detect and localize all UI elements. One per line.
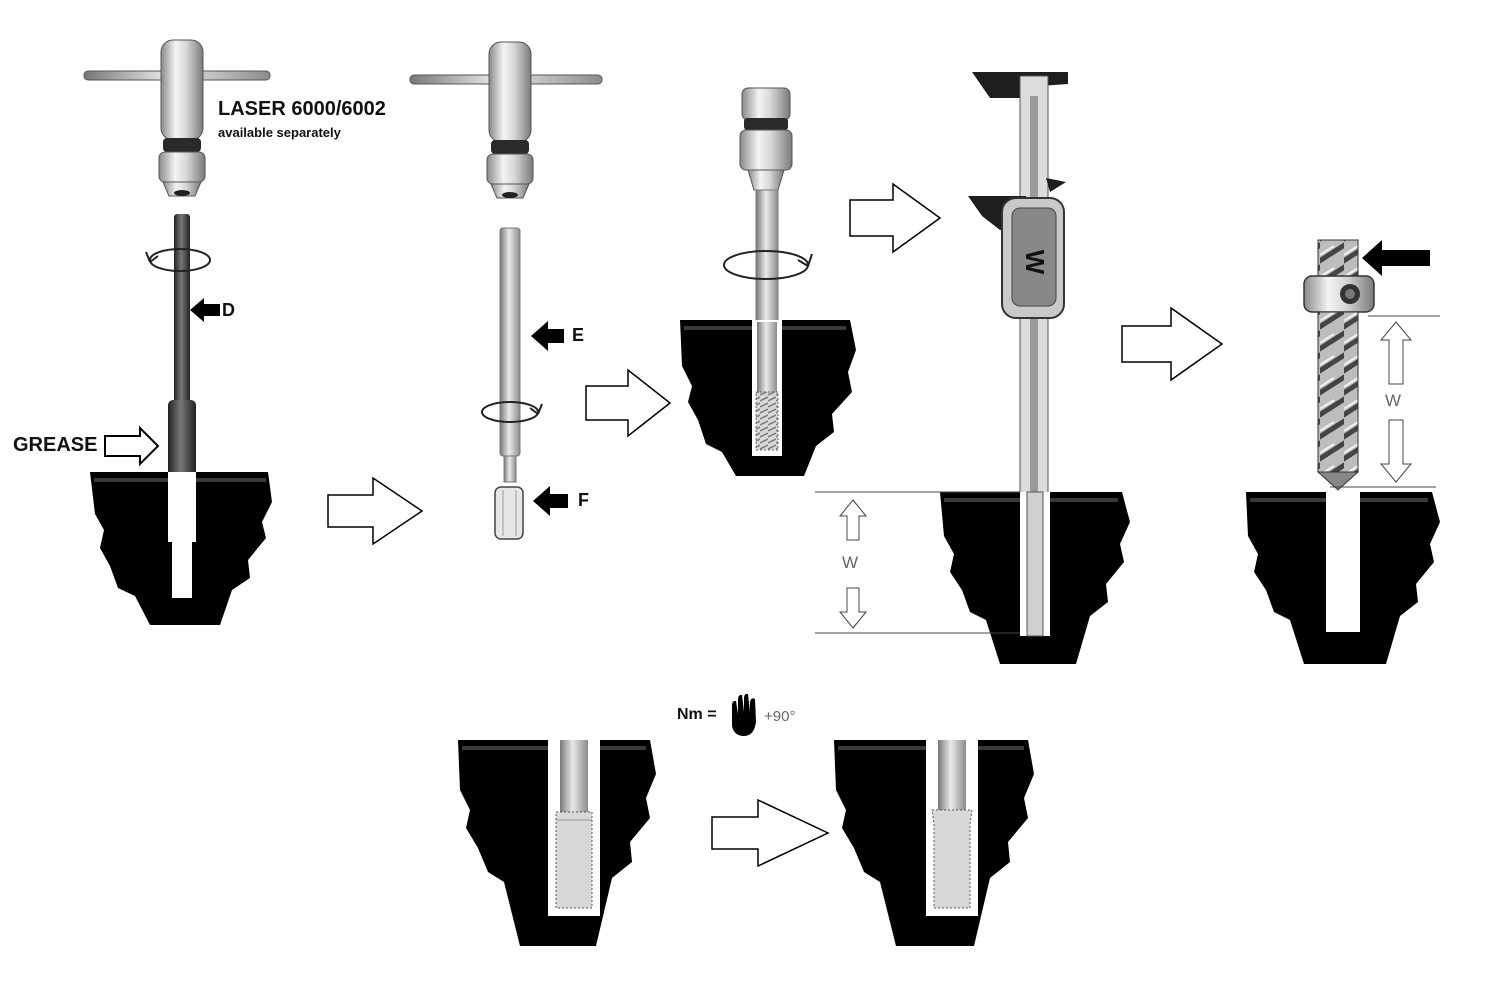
bottom-block-before <box>458 740 656 946</box>
angle-label: +90° <box>764 708 796 725</box>
step-arrow-2-icon <box>585 368 672 438</box>
step-1-block <box>90 472 272 625</box>
tool-name: LASER 6000/6002 <box>218 98 386 120</box>
hand-icon <box>732 693 756 736</box>
step-2-tap-wrench <box>409 41 603 199</box>
grease-arrow-icon <box>104 425 160 467</box>
step-arrow-4-icon <box>1121 306 1224 382</box>
label-w-collar: W <box>1385 391 1402 410</box>
depth-measure-w <box>815 491 1020 634</box>
d-pointer-arrow-icon <box>190 298 220 322</box>
f-pointer-arrow-icon <box>533 486 568 516</box>
caliper-label-w: W <box>1020 250 1050 275</box>
label-w-depth: W <box>842 553 859 572</box>
bottom-block-after <box>834 740 1034 946</box>
step-5-block <box>1246 492 1440 664</box>
rotation-arrow-icon <box>723 250 813 280</box>
label-f: F <box>578 490 589 510</box>
rotation-arrow-icon <box>481 401 543 423</box>
step-arrow-5-icon <box>711 798 830 868</box>
step-2-mandrel <box>481 227 543 483</box>
step-arrow-3-icon <box>849 182 942 254</box>
label-d: D <box>222 300 235 320</box>
grease-label: GREASE <box>13 434 98 456</box>
e-pointer-arrow-icon <box>531 321 564 351</box>
collar-pointer-arrow-icon <box>1362 240 1430 276</box>
torque-label: Nm = <box>677 706 717 723</box>
label-e: E <box>572 325 585 345</box>
step-arrow-1-icon <box>327 476 424 546</box>
step-5-stop-collar-drill <box>1303 239 1440 491</box>
step-3-installation <box>680 87 856 476</box>
step-4-block <box>940 491 1130 664</box>
step-1-tap <box>145 214 211 480</box>
step-1-tap-wrench <box>83 39 271 197</box>
rotation-arrow-icon <box>145 248 211 272</box>
thread-insert-f <box>494 486 524 540</box>
tool-note: available separately <box>218 125 341 140</box>
